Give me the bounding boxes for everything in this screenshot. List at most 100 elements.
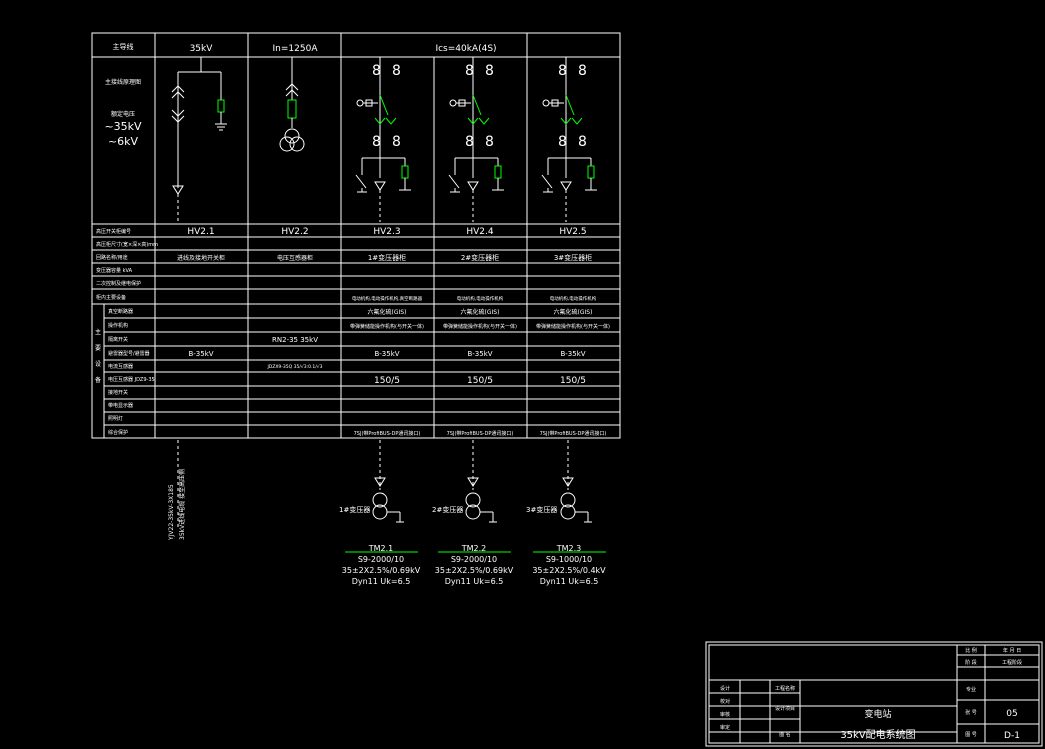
drawing-title: 35kV配电系统图: [840, 728, 915, 741]
ct-symbol-icon: 8: [372, 134, 381, 150]
cable-spec-2: 35kV进线电缆 接至高压侧: [178, 469, 186, 540]
ct-symbol-icon: 8: [392, 63, 401, 79]
label-stage: 阶 段: [965, 659, 977, 666]
label-sheet: 张 号: [965, 709, 977, 716]
row-label: 隔离开关: [108, 336, 128, 343]
incoming-cable: YJV22-35kV-3X185 35kV进线电缆 接至高压侧: [168, 440, 186, 541]
transformer-2: 2#变压器 TM2.2 S9-2000/10 35±2X2.5%/0.69kV …: [432, 440, 514, 586]
row-label: 接地开关: [108, 389, 128, 396]
transformer-tag: 1#变压器: [339, 505, 370, 514]
transformer-model: S9-2000/10: [451, 555, 497, 564]
arrester-model: B-35kV: [467, 350, 492, 358]
incoming-circuit: [171, 57, 227, 222]
main-circuit-label: 主接线原理图: [105, 78, 141, 86]
label-drawing-name: 图 名: [779, 731, 791, 738]
column-id: HV2.5: [559, 227, 586, 237]
circuit-name: 进线及接地开关柜: [177, 254, 225, 262]
breaker-desc: 电动机构,电动操作机构: [550, 295, 597, 302]
row-label: 电压互感器 JDZ9-35: [108, 376, 155, 383]
ct-symbol-icon: 8: [558, 134, 567, 150]
column-id: HV2.4: [466, 227, 494, 237]
ct-symbol-icon: 8: [465, 134, 474, 150]
transformer-ratio: 35±2X2.5%/0.69kV: [435, 566, 514, 575]
row-label: 变压器容量 kVA: [96, 267, 133, 274]
project-name: 变电站: [864, 708, 891, 720]
ct-ratio: 150/5: [560, 376, 586, 386]
feeder-circuit-3: 8 8 8 8: [541, 57, 597, 222]
transformer-3: 3#变压器 TM2.3 S9-1000/10 35±2X2.5%/0.4kV D…: [526, 440, 606, 586]
arrester-model: B-35kV: [188, 350, 213, 358]
mechanism-desc: 带弹簧储能操作机构(与开关一体): [443, 323, 517, 330]
breaker-type: 六氟化硫(GIS): [368, 308, 407, 316]
ct-ratio: 150/5: [374, 376, 400, 386]
rated-current-label: In=1250A: [273, 44, 319, 54]
transformer-model: S9-2000/10: [358, 555, 404, 564]
feeder-circuit-2: 8 8 8 8: [448, 57, 504, 222]
lv-voltage-label: ~6kV: [108, 135, 139, 148]
transformer-1: 1#变压器 TM2.1 S9-2000/10 35±2X2.5%/0.69kV …: [339, 440, 421, 586]
row-label: 避雷器型号/避雷器: [108, 350, 150, 357]
transformer-group: Dyn11 Uk=6.5: [540, 577, 599, 586]
column-id: HV2.1: [187, 227, 214, 237]
date-label: 年 月 日: [1003, 647, 1021, 654]
rated-voltage-title: 额定电压: [111, 110, 135, 118]
circuit-name: 2#变压器柜: [461, 253, 499, 262]
main-wiring-label: 主导线: [113, 42, 134, 51]
side-group-2: 要: [95, 345, 101, 352]
transformer-group: Dyn11 Uk=6.5: [445, 577, 504, 586]
circuit-name: 电压互感器柜: [277, 254, 313, 262]
transformer-ratio: 35±2X2.5%/0.69kV: [342, 566, 421, 575]
arrester-model: B-35kV: [560, 350, 585, 358]
side-group-3: 设: [95, 360, 101, 368]
row-label: 高压开关柜编号: [96, 228, 131, 235]
relay-model: 7SJ(带ProfiBUS-DP通讯接口): [354, 430, 421, 437]
row-label: 操作机构: [108, 322, 128, 329]
transformer-tag: 3#变压器: [526, 505, 557, 514]
hv-voltage-label: ~35kV: [104, 120, 142, 133]
pt-circuit: [279, 57, 305, 152]
stage-value: 工程阶段: [1002, 659, 1022, 666]
row-label: 回路名称/用途: [96, 254, 128, 261]
column-id: HV2.2: [281, 227, 308, 237]
column-id: HV2.3: [373, 227, 400, 237]
voltage-label: 35kV: [190, 44, 214, 54]
transformer-model: S9-1000/10: [546, 555, 592, 564]
label-review: 审核: [720, 711, 730, 718]
label-scale: 比 例: [965, 647, 977, 654]
pt-model: JDZX9-35Q 35/√3:0.1/√3: [266, 364, 322, 370]
side-group-1: 主: [95, 328, 101, 336]
transformer-ratio: 35±2X2.5%/0.4kV: [532, 566, 606, 575]
sheet-number: 05: [1006, 709, 1017, 719]
mechanism-desc: 带弹簧储能操作机构(与开关一体): [350, 323, 424, 330]
title-block: 设计 校对 审核 审定 工程名称 设计项目 图 名 专业 张 号 图 号 比 例…: [705, 641, 1043, 747]
row-label: 带电显示器: [108, 402, 133, 409]
ct-symbol-icon: 8: [485, 134, 494, 150]
circuit-name: 1#变压器柜: [368, 253, 406, 262]
row-label: 电流互感器: [108, 363, 133, 370]
breaker-type: 六氟化硫(GIS): [554, 308, 593, 316]
label-discipline: 专业: [966, 686, 976, 693]
row-labels: 高压开关柜编号 高压柜尺寸(宽×深×高)mm 回路名称/用途 变压器容量 kVA…: [96, 228, 158, 436]
label-drawing-no: 图 号: [965, 732, 977, 738]
relay-model: 7SJ(带ProfiBUS-DP通讯接口): [447, 430, 514, 437]
row-label: 综合保护: [108, 429, 128, 436]
transformer-name: TM2.3: [556, 544, 582, 553]
row-label: 柜内主要设备: [96, 294, 126, 301]
label-approve: 审定: [720, 724, 730, 731]
breaker-desc: 电动机构,电动操作机构,真空断路器: [352, 295, 423, 302]
breaker-desc: 电动机构,电动操作机构: [457, 295, 504, 302]
breaker-type: 六氟化硫(GIS): [461, 308, 500, 316]
ct-symbol-icon: 8: [372, 63, 381, 79]
feeder-circuit-1: 8 8 8 8: [355, 57, 411, 222]
fuse-desc: RN2-35 35kV: [272, 336, 318, 344]
transformer-tag: 2#变压器: [432, 505, 463, 514]
row-label: 二次控制及继电保护: [96, 280, 141, 287]
ct-ratio: 150/5: [467, 376, 493, 386]
main-table: 主导线 35kV In=1250A Ics=40kA(4S) 主接线原理图 额定…: [91, 32, 621, 439]
transformer-group: Dyn11 Uk=6.5: [352, 577, 411, 586]
label-design: 设计: [720, 685, 730, 692]
label-check: 校对: [720, 698, 730, 705]
ct-symbol-icon: 8: [392, 134, 401, 150]
label-item: 设计项目: [775, 705, 795, 712]
